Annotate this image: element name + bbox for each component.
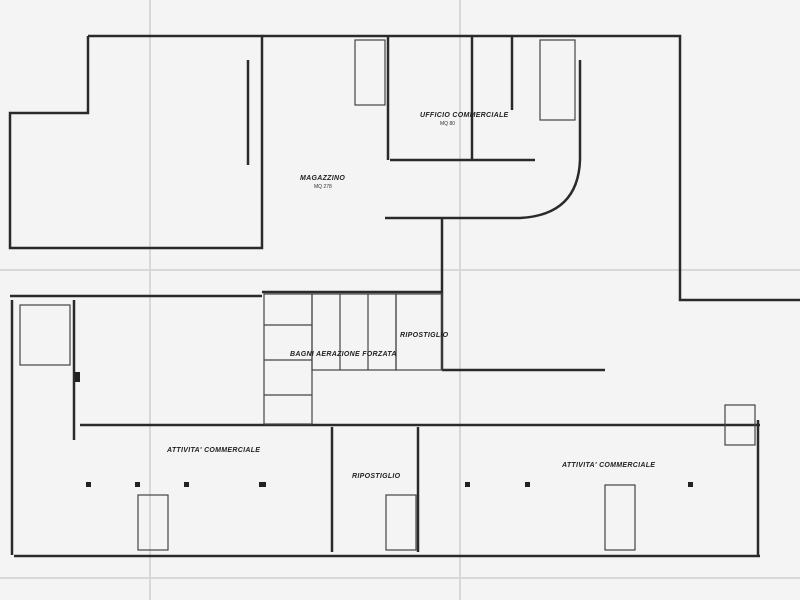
room-label-magazzino: MAGAZZINO [300, 175, 345, 182]
columns [75, 372, 693, 487]
room-area-ufficio: MQ 80 [440, 121, 455, 127]
room-label-ripostiglio-2: RIPOSTIGLIO [352, 473, 401, 480]
bathroom-block [263, 293, 443, 425]
room-label-bagni: BAGNI AERAZIONE FORZATA [290, 351, 397, 358]
room-label-attivita-2: ATTIVITA' COMMERCIALE [561, 462, 655, 469]
room-label-ripostiglio-1: RIPOSTIGLIO [400, 332, 449, 339]
walls [8, 34, 800, 558]
stairs [19, 39, 756, 551]
room-label-attivita-1: ATTIVITA' COMMERCIALE [166, 447, 260, 454]
room-label-ufficio: UFFICIO COMMERCIALE [420, 112, 509, 119]
room-area-magazzino: MQ 278 [314, 184, 332, 190]
